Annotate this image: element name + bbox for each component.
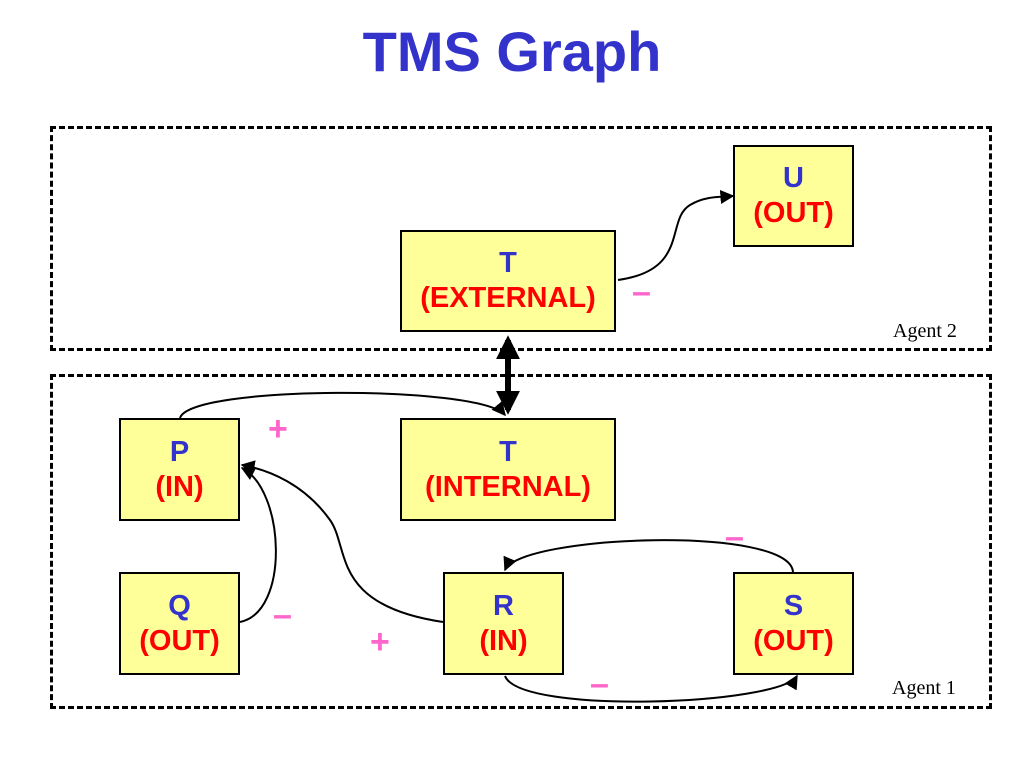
edge-s-to-r [503, 539, 794, 573]
diagram-title: TMS Graph [362, 20, 662, 83]
node-s-state: (OUT) [753, 624, 834, 657]
node-p-state: (IN) [155, 470, 204, 503]
node-r-name: R [493, 589, 514, 622]
node-q-name: Q [168, 589, 191, 622]
agent-2-label: Agent 2 [893, 320, 957, 342]
edge-r-to-p [240, 460, 444, 623]
sign-p-to-t-internal: + [268, 410, 288, 448]
node-t-internal: T (INTERNAL) [400, 418, 616, 521]
sign-q-to-p: – [273, 596, 292, 634]
node-t-external-state: (EXTERNAL) [420, 282, 596, 314]
node-r: R (IN) [443, 572, 564, 675]
node-s-name: S [783, 589, 804, 622]
node-p: P (IN) [119, 418, 240, 521]
sign-s-to-r: – [725, 518, 744, 556]
node-u-name: U [783, 162, 804, 195]
edge-p-to-t-internal [179, 391, 506, 419]
sign-t-external-to-u: – [632, 273, 651, 311]
sign-r-to-p: + [370, 623, 390, 661]
node-p-name: P [169, 435, 190, 468]
agent-1-box [50, 374, 992, 709]
node-q: Q (OUT) [119, 572, 240, 675]
node-t-external-name: T [499, 247, 517, 280]
agent-1-label: Agent 1 [892, 677, 956, 699]
node-t-external: T (EXTERNAL) [400, 230, 616, 332]
node-u: U (OUT) [733, 145, 854, 247]
agent-2-box [50, 126, 992, 351]
edge-r-to-s [504, 674, 798, 703]
node-u-state: (OUT) [753, 197, 834, 229]
node-s: S (OUT) [733, 572, 854, 675]
edge-t-external-to-u [617, 189, 735, 281]
edge-q-to-p [239, 467, 277, 623]
node-q-state: (OUT) [139, 624, 220, 657]
node-r-state: (IN) [479, 624, 528, 657]
node-t-internal-state: (INTERNAL) [425, 470, 591, 503]
node-t-internal-name: T [499, 435, 517, 468]
sign-r-to-s: – [590, 665, 609, 703]
